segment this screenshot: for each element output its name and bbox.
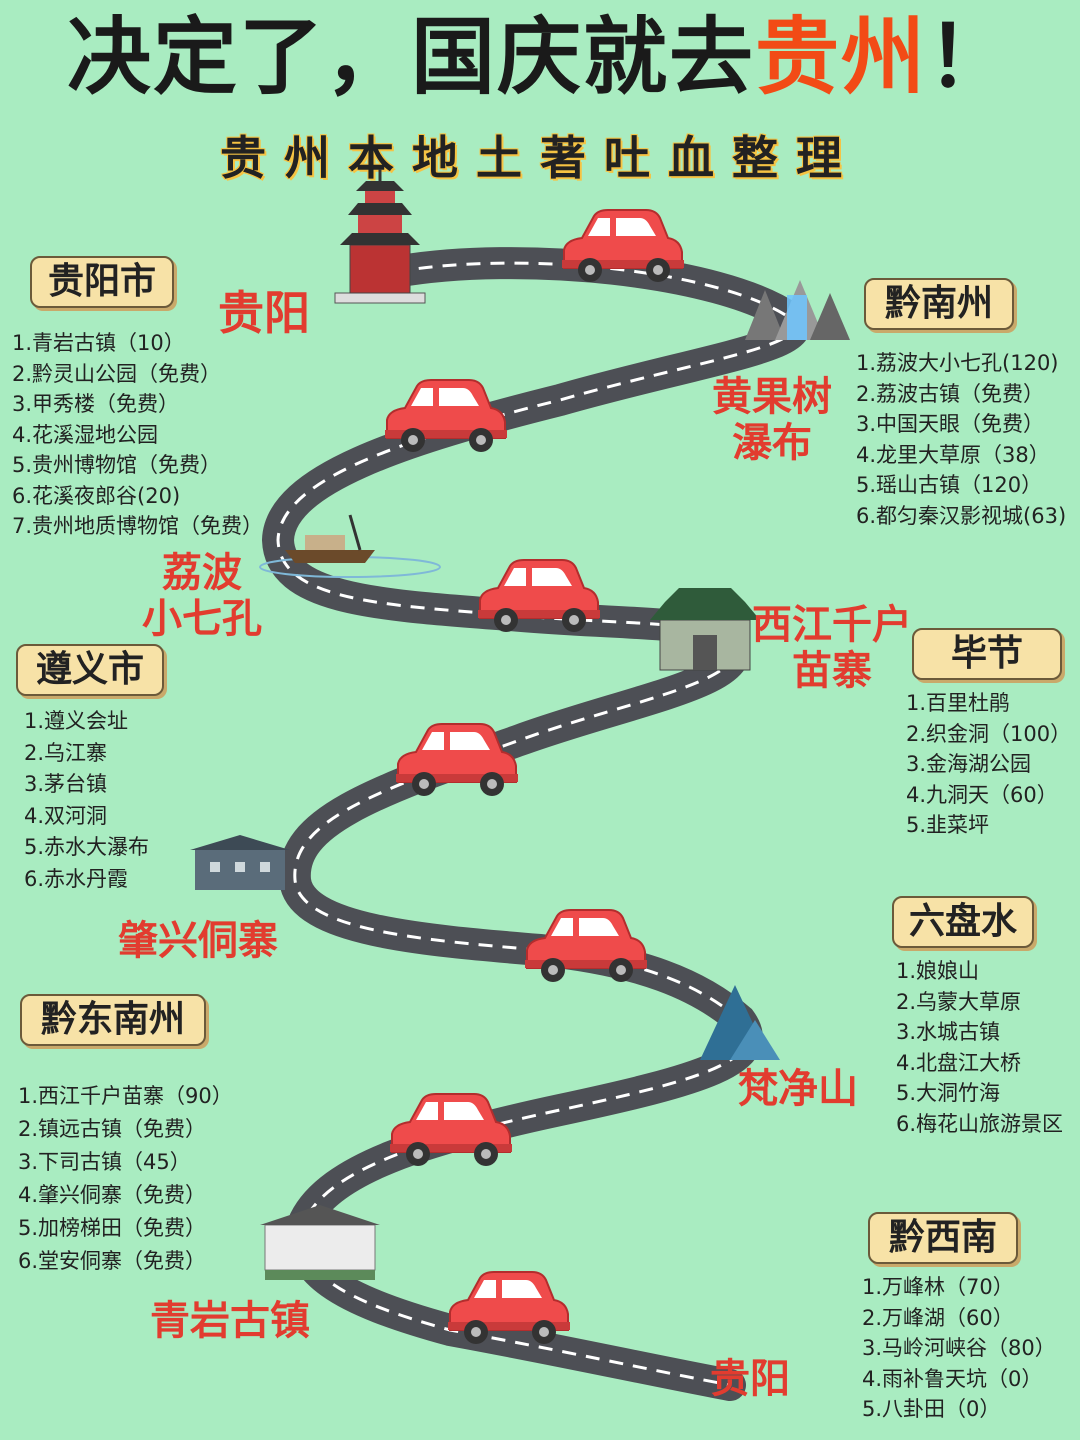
list-item: 3.水城古镇 — [896, 1020, 1001, 1044]
list-item: 1.万峰林（70） — [862, 1275, 1014, 1299]
car-6 — [389, 1093, 513, 1167]
list-item: 1.百里杜鹃 — [906, 691, 1011, 715]
region-list-qianxinan: 1.万峰林（70） 2.万峰湖（60） 3.马岭河峡谷（80） 4.雨补鲁天坑（… — [862, 1272, 1056, 1425]
mountain-icon — [700, 985, 780, 1060]
list-item: 1.青岩古镇（10） — [12, 331, 185, 355]
page-title: 决定了，国庆就去贵州！ — [0, 2, 1080, 112]
boat-icon — [259, 514, 441, 578]
list-item: 2.黔灵山公园（免费） — [12, 361, 222, 386]
stop-guiyang-start: 贵阳 — [218, 286, 310, 340]
stop-huangguoshu: 黄果树 瀑布 — [712, 374, 832, 466]
list-item: 1.荔波大小七孔(120) — [856, 351, 1059, 375]
stop-xijiang-line2: 苗寨 — [792, 648, 872, 694]
list-item: 4.九洞天（60） — [906, 782, 1058, 807]
region-badge-liupanshui: 六盘水 — [892, 896, 1034, 948]
list-item: 6.赤水丹霞 — [24, 866, 129, 891]
region-list-liupanshui: 1.娘娘山 2.乌蒙大草原 3.水城古镇 4.北盘江大桥 5.大洞竹海 6.梅花… — [896, 956, 1063, 1139]
stop-xijiang: 西江千户 苗寨 — [752, 602, 912, 694]
stop-qingyan: 青岩古镇 — [150, 1298, 310, 1344]
stop-zhaoxing: 肇兴侗寨 — [118, 918, 278, 964]
list-item: 6.花溪夜郎谷(20) — [12, 483, 181, 508]
village-icon — [190, 835, 290, 890]
region-list-bijie: 1.百里杜鹃 2.织金洞（100） 3.金海湖公园 4.九洞天（60） 5.韭菜… — [906, 688, 1071, 841]
stop-xiaoqikong: 荔波 小七孔 — [142, 550, 262, 642]
title-prefix: 决定了，国庆就去 — [66, 8, 755, 106]
list-item: 6.梅花山旅游景区 — [896, 1111, 1064, 1136]
list-item: 5.八卦田（0） — [862, 1397, 1001, 1421]
stop-xijiang-line1: 西江千户 — [752, 602, 912, 648]
list-item: 4.花溪湿地公园 — [12, 422, 159, 447]
stop-guiyang-end: 贵阳 — [710, 1356, 790, 1402]
stop-xiaoqikong-line1: 荔波 — [162, 550, 242, 596]
waterfall-icon — [745, 280, 850, 340]
list-item: 5.赤水大瀑布 — [24, 835, 150, 859]
list-item: 7.贵州地质博物馆（免费） — [12, 514, 264, 538]
list-item: 4.肇兴侗寨（免费） — [18, 1183, 207, 1207]
list-item: 5.大洞竹海 — [896, 1081, 1001, 1105]
stop-huangguoshu-line2: 瀑布 — [732, 420, 812, 466]
list-item: 4.龙里大草原（38） — [856, 442, 1050, 467]
region-list-qiannan: 1.荔波大小七孔(120) 2.荔波古镇（免费） 3.中国天眼（免费） 4.龙里… — [856, 348, 1066, 531]
stop-fanjingshan: 梵净山 — [738, 1066, 858, 1112]
list-item: 1.遵义会址 — [24, 709, 129, 733]
list-item: 5.瑶山古镇（120） — [856, 473, 1043, 497]
region-badge-zunyi: 遵义市 — [16, 644, 164, 696]
road-center-line — [276, 261, 797, 1387]
subtitle: 贵州本地土著吐血整理 — [220, 131, 860, 185]
region-list-qiandongnan: 1.西江千户苗寨（90） 2.镇远古镇（免费） 3.下司古镇（45） 4.肇兴侗… — [18, 1080, 233, 1278]
list-item: 4.北盘江大桥 — [896, 1050, 1022, 1075]
list-item: 3.马岭河峡谷（80） — [862, 1336, 1056, 1360]
list-item: 2.荔波古镇（免费） — [856, 381, 1045, 406]
region-list-zunyi: 1.遵义会址 2.乌江寨 3.茅台镇 4.双河洞 5.赤水大瀑布 6.赤水丹霞 — [24, 706, 149, 895]
gate-icon — [650, 588, 760, 671]
list-item: 2.镇远古镇（免费） — [18, 1117, 207, 1141]
list-item: 5.韭菜坪 — [906, 813, 990, 837]
list-item: 3.金海湖公园 — [906, 752, 1032, 776]
list-item: 5.贵州博物馆（免费） — [12, 453, 222, 477]
list-item: 3.甲秀楼（免费） — [12, 392, 180, 416]
list-item: 2.织金洞（100） — [906, 721, 1072, 746]
stop-xiaoqikong-line2: 小七孔 — [142, 596, 262, 642]
list-item: 3.茅台镇 — [24, 772, 108, 796]
region-badge-qiandongnan: 黔东南州 — [20, 994, 206, 1046]
list-item: 3.中国天眼（免费） — [856, 412, 1045, 436]
list-item: 6.堂安侗寨（免费） — [18, 1249, 207, 1273]
title-highlight: 贵州 — [754, 8, 927, 106]
stop-huangguoshu-line1: 黄果树 — [712, 374, 832, 420]
title-suffix: ！ — [927, 8, 1014, 106]
region-list-guiyang: 1.青岩古镇（10） 2.黔灵山公园（免费） 3.甲秀楼（免费） 4.花溪湿地公… — [12, 328, 263, 542]
region-badge-qianxinan: 黔西南 — [868, 1212, 1018, 1264]
list-item: 1.西江千户苗寨（90） — [18, 1084, 233, 1108]
region-badge-bijie: 毕节 — [912, 628, 1062, 680]
list-item: 2.乌蒙大草原 — [896, 989, 1022, 1014]
list-item: 6.都匀秦汉影视城(63) — [856, 503, 1067, 528]
list-item: 4.雨补鲁天坑（0） — [862, 1366, 1043, 1391]
list-item: 1.娘娘山 — [896, 959, 980, 983]
list-item: 2.乌江寨 — [24, 740, 108, 765]
region-badge-qiannan: 黔南州 — [864, 278, 1014, 330]
list-item: 5.加榜梯田（免费） — [18, 1216, 207, 1240]
pagoda-icon — [334, 169, 426, 304]
list-item: 3.下司古镇（45） — [18, 1150, 191, 1174]
old-town-icon — [260, 1205, 380, 1280]
list-item: 2.万峰湖（60） — [862, 1305, 1014, 1330]
region-badge-guiyang: 贵阳市 — [30, 256, 174, 308]
list-item: 4.双河洞 — [24, 803, 108, 828]
